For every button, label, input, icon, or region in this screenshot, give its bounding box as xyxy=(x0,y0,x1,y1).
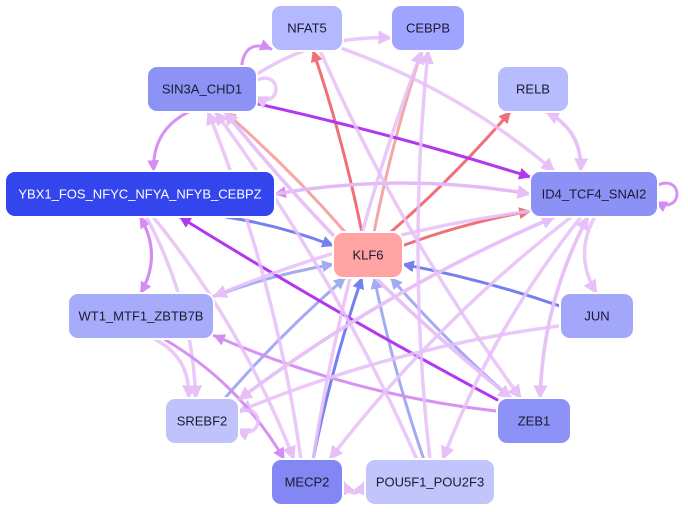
node-zeb1[interactable]: ZEB1 xyxy=(496,397,572,445)
node-label-wt1-mtf1-zbtb7b: WT1_MTF1_ZBTB7B xyxy=(79,309,204,324)
node-label-cebpb: CEBPB xyxy=(406,21,450,36)
edge-jun-to-srebf2 xyxy=(237,324,562,413)
node-label-sin3a-chd1: SIN3A_CHD1 xyxy=(162,82,242,97)
node-label-klf6: KLF6 xyxy=(352,248,383,263)
node-wt1-mtf1-zbtb7b[interactable]: WT1_MTF1_ZBTB7B xyxy=(67,292,215,340)
edge-ybx1-to-mecp2 xyxy=(151,215,296,461)
node-sin3a-chd1[interactable]: SIN3A_CHD1 xyxy=(146,65,258,113)
edge-wt1-to-klf6 xyxy=(212,260,335,298)
edge-nfat5-to-id4 xyxy=(341,47,556,173)
node-mecp2[interactable]: MECP2 xyxy=(270,458,344,506)
node-ybx1-fos-nfyc-nfya-nfyb-cebpz[interactable]: YBX1_FOS_NFYC_NFYA_NFYB_CEBPZ xyxy=(4,170,276,218)
node-label-id4-tcf4-snai2: ID4_TCF4_SNAI2 xyxy=(542,187,647,202)
node-label-mecp2: MECP2 xyxy=(285,475,330,490)
node-jun[interactable]: JUN xyxy=(559,292,635,340)
edge-id4-to-jun xyxy=(582,215,599,295)
node-cebpb[interactable]: CEBPB xyxy=(390,4,466,52)
edge-id4-to-pou5f1 xyxy=(441,215,583,461)
edge-pou5f1-to-cebpb xyxy=(416,49,434,461)
edge-sin3a-chd1-to-sin3a-chd1 xyxy=(253,76,278,109)
edge-klf6-to-nfat5 xyxy=(310,49,364,234)
node-layer: NFAT5 CEBPB SIN3A_CHD1 RELB YBX1_FOS_NFY… xyxy=(4,4,659,506)
node-label-jun: JUN xyxy=(584,309,609,324)
node-relb[interactable]: RELB xyxy=(496,65,570,113)
edge-pou5f1-to-sin3a-chd1 xyxy=(213,110,419,461)
node-pou5f1-pou2f3[interactable]: POU5F1_POU2F3 xyxy=(364,458,496,506)
node-nfat5[interactable]: NFAT5 xyxy=(270,4,344,52)
edge-wt1-to-ybx1 xyxy=(138,215,153,295)
edge-id4-to-mecp2 xyxy=(328,215,573,461)
node-label-zeb1: ZEB1 xyxy=(518,414,551,429)
edge-klf6-to-sin3a-chd1 xyxy=(223,110,347,234)
edge-zeb1-to-id4 xyxy=(538,215,590,400)
edge-id4-to-id4 xyxy=(654,181,679,213)
edge-ybx1-to-klf6 xyxy=(224,215,335,248)
edge-jun-to-klf6 xyxy=(401,260,562,308)
node-label-nfat5: NFAT5 xyxy=(287,21,327,36)
node-id4-tcf4-snai2[interactable]: ID4_TCF4_SNAI2 xyxy=(529,170,659,218)
node-label-srebf2: SREBF2 xyxy=(177,414,228,429)
node-klf6[interactable]: KLF6 xyxy=(332,231,404,279)
edge-wt1-to-srebf2 xyxy=(152,337,197,400)
edge-sin3a-chd1-to-nfat5 xyxy=(240,39,273,68)
edge-zeb1-to-ybx1 xyxy=(178,215,499,402)
edge-sin3a-chd1-to-id4 xyxy=(255,102,532,180)
edge-zeb1-to-wt1 xyxy=(212,334,499,413)
edge-srebf2-to-srebf2 xyxy=(235,408,260,441)
edge-pou5f1-to-mecp2 xyxy=(341,480,367,497)
node-label-ybx1-fos-nfyc-nfya-nfyb-cebpz: YBX1_FOS_NFYC_NFYA_NFYB_CEBPZ xyxy=(18,187,261,202)
edge-klf6-to-relb xyxy=(389,110,512,234)
edge-mecp2-to-sin3a-chd1 xyxy=(206,110,303,461)
edge-relb-to-id4 xyxy=(544,110,589,173)
edge-ybx1-to-id4 xyxy=(273,181,532,199)
node-label-pou5f1-pou2f3: POU5F1_POU2F3 xyxy=(376,475,484,490)
edge-nfat5-to-zeb1 xyxy=(318,49,523,400)
edge-layer xyxy=(138,30,679,497)
edge-wt1-to-mecp2 xyxy=(162,337,286,461)
edge-sin3a-chd1-to-ybx1 xyxy=(147,110,190,173)
edge-srebf2-to-klf6 xyxy=(223,276,347,400)
node-label-relb: RELB xyxy=(516,82,550,97)
edge-srebf2-to-id4 xyxy=(237,215,557,402)
node-srebf2[interactable]: SREBF2 xyxy=(164,397,240,445)
edge-pou5f1-to-klf6 xyxy=(370,276,426,461)
